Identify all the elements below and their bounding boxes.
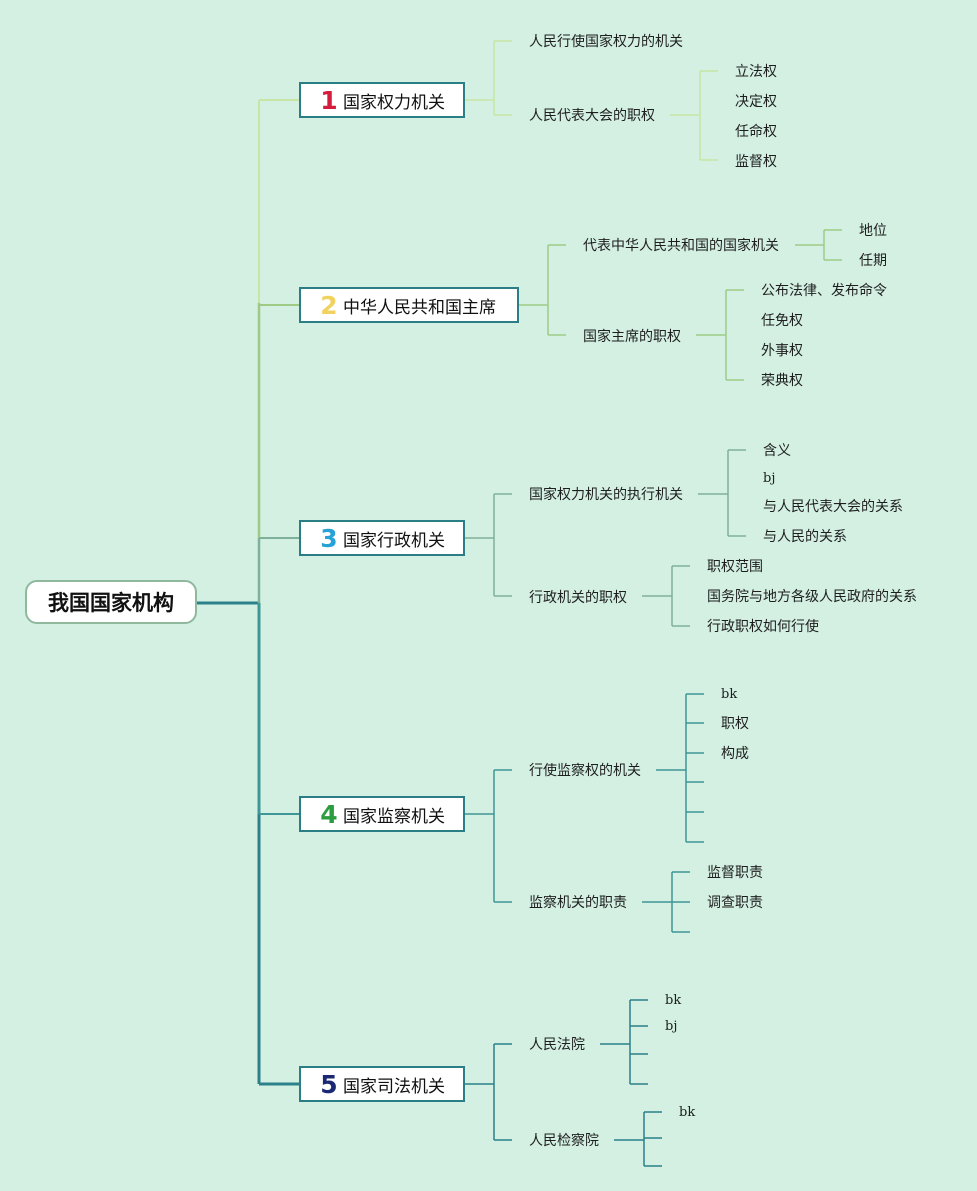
number-2-icon: 2 bbox=[320, 290, 338, 320]
leaf-3-1-1[interactable]: 含义 bbox=[763, 443, 791, 459]
branch-3-label: 国家行政机关 bbox=[343, 530, 445, 551]
leaf-1-2-3[interactable]: 任命权 bbox=[735, 124, 777, 140]
topic-4-1[interactable]: 行使监察权的机关 bbox=[529, 763, 641, 779]
leaf-2-1-2[interactable]: 任期 bbox=[859, 253, 887, 269]
leaf-4-1-1[interactable]: bk bbox=[721, 687, 738, 702]
topic-5-2[interactable]: 人民检察院 bbox=[529, 1133, 599, 1149]
leaf-2-1-1[interactable]: 地位 bbox=[859, 223, 887, 239]
leaf-1-2-1[interactable]: 立法权 bbox=[735, 64, 777, 80]
branch-3-node[interactable]: 3 国家行政机关 bbox=[299, 520, 465, 556]
branch-4-node[interactable]: 4 国家监察机关 bbox=[299, 796, 465, 832]
leaf-3-2-1[interactable]: 职权范围 bbox=[707, 559, 763, 575]
number-4-icon: 4 bbox=[320, 799, 338, 829]
topic-5-1[interactable]: 人民法院 bbox=[529, 1037, 585, 1053]
topic-3-2[interactable]: 行政机关的职权 bbox=[529, 590, 627, 606]
leaf-3-2-3[interactable]: 行政职权如何行使 bbox=[707, 619, 819, 635]
leaf-4-2-1[interactable]: 监督职责 bbox=[707, 865, 763, 881]
leaf-5-2-1[interactable]: bk bbox=[679, 1105, 696, 1120]
leaf-4-2-2[interactable]: 调查职责 bbox=[707, 895, 763, 911]
number-3-icon: 3 bbox=[320, 523, 338, 553]
branch-1-label: 国家权力机关 bbox=[343, 92, 445, 113]
leaf-3-2-2[interactable]: 国务院与地方各级人民政府的关系 bbox=[707, 589, 917, 605]
leaf-3-1-4[interactable]: 与人民的关系 bbox=[763, 529, 847, 545]
branch-1-node[interactable]: 1 国家权力机关 bbox=[299, 82, 465, 118]
branch-2-label: 中华人民共和国主席 bbox=[343, 297, 496, 318]
leaf-5-1-2[interactable]: bj bbox=[665, 1019, 678, 1034]
branch-2-node[interactable]: 2 中华人民共和国主席 bbox=[299, 287, 519, 323]
leaf-2-2-2[interactable]: 任免权 bbox=[761, 313, 803, 329]
leaf-3-1-3[interactable]: 与人民代表大会的关系 bbox=[763, 499, 903, 515]
leaf-2-2-3[interactable]: 外事权 bbox=[761, 343, 803, 359]
branch-5-label: 国家司法机关 bbox=[343, 1076, 445, 1097]
branch-4-label: 国家监察机关 bbox=[343, 806, 445, 827]
number-1-icon: 1 bbox=[320, 85, 338, 115]
root-node[interactable]: 我国国家机构 bbox=[25, 580, 197, 624]
topic-2-1[interactable]: 代表中华人民共和国的国家机关 bbox=[583, 238, 779, 254]
leaf-4-1-2[interactable]: 职权 bbox=[721, 716, 749, 732]
root-label: 我国国家机构 bbox=[48, 591, 174, 615]
topic-4-2[interactable]: 监察机关的职责 bbox=[529, 895, 627, 911]
topic-1-2[interactable]: 人民代表大会的职权 bbox=[529, 108, 655, 124]
leaf-3-1-2[interactable]: bj bbox=[763, 471, 776, 486]
topic-3-1[interactable]: 国家权力机关的执行机关 bbox=[529, 487, 683, 503]
leaf-5-1-1[interactable]: bk bbox=[665, 993, 682, 1008]
leaf-2-2-1[interactable]: 公布法律、发布命令 bbox=[761, 283, 887, 299]
leaf-1-2-2[interactable]: 决定权 bbox=[735, 94, 777, 110]
branch-5-node[interactable]: 5 国家司法机关 bbox=[299, 1066, 465, 1102]
number-5-icon: 5 bbox=[320, 1069, 338, 1099]
topic-2-2[interactable]: 国家主席的职权 bbox=[583, 329, 681, 345]
leaf-2-2-4[interactable]: 荣典权 bbox=[761, 373, 803, 389]
leaf-1-2-4[interactable]: 监督权 bbox=[735, 154, 777, 170]
leaf-4-1-3[interactable]: 构成 bbox=[721, 746, 749, 762]
topic-1-1[interactable]: 人民行使国家权力的机关 bbox=[529, 34, 683, 50]
